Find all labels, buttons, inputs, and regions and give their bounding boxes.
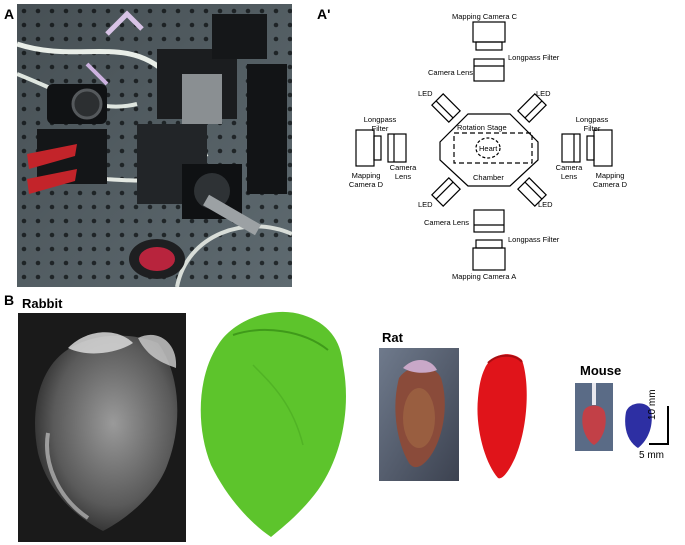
led-top-right [517, 93, 547, 123]
label-mapping-camera-c: Mapping Camera C [452, 12, 518, 21]
mapping-camera-d-right [593, 129, 613, 167]
mapping-camera-d-left [355, 129, 375, 167]
label-rabbit: Rabbit [22, 296, 63, 311]
mouse-heart-model [625, 403, 652, 448]
heart-outline [475, 137, 501, 159]
rotation-stage [453, 132, 533, 164]
chamber-outline [439, 113, 539, 187]
label-longpass-filter-bottom: Longpass Filter [508, 235, 560, 244]
led-top-left [431, 93, 461, 123]
label-led-bottom-left: LED [418, 200, 433, 209]
led-bottom-left [431, 177, 461, 207]
panel-label-a: A [4, 6, 15, 22]
longpass-filter-top [475, 41, 503, 51]
scale-label-vertical: 10 mm [647, 389, 658, 420]
camera-lens-right [561, 133, 581, 163]
panel-label-b: B [4, 292, 15, 308]
scale-bar [649, 406, 669, 445]
label-led-top-right: LED [536, 89, 551, 98]
rat-heart-photo [379, 348, 459, 481]
camera-lens-bottom [473, 209, 505, 233]
panel-label-a-prime: A' [317, 6, 331, 22]
label-chamber: Chamber [473, 173, 504, 182]
label-heart: Heart [479, 144, 498, 153]
led-bottom-right [517, 177, 547, 207]
label-mouse: Mouse [580, 363, 622, 378]
mouse-heart-photo [575, 383, 613, 451]
setup-photo [17, 4, 292, 287]
longpass-filter-left [373, 135, 382, 161]
mapping-setup-schematic: Mapping Camera C Longpass Filter Camera … [349, 12, 628, 281]
label-longpass-filter-top: Longpass Filter [508, 53, 560, 62]
camera-lens-left [387, 133, 407, 163]
label-camera-lens-bottom: Camera Lens [424, 218, 469, 227]
scale-label-horizontal: 5 mm [639, 450, 664, 461]
mapping-camera-c [472, 21, 506, 43]
label-camera-lens-top: Camera Lens [428, 68, 473, 77]
label-mapping-camera-a: Mapping Camera A [452, 272, 516, 281]
mapping-camera-a [472, 247, 506, 271]
label-rat: Rat [382, 330, 403, 345]
rabbit-heart-model [200, 311, 346, 537]
label-rotation-stage: Rotation Stage [457, 123, 507, 132]
camera-lens-top [473, 58, 505, 82]
label-led-bottom-right: LED [538, 200, 553, 209]
rabbit-heart-photo [18, 313, 186, 542]
longpass-filter-bottom [475, 239, 503, 249]
longpass-filter-right [586, 135, 595, 161]
label-led-top-left: LED [418, 89, 433, 98]
rat-heart-model [477, 354, 527, 479]
